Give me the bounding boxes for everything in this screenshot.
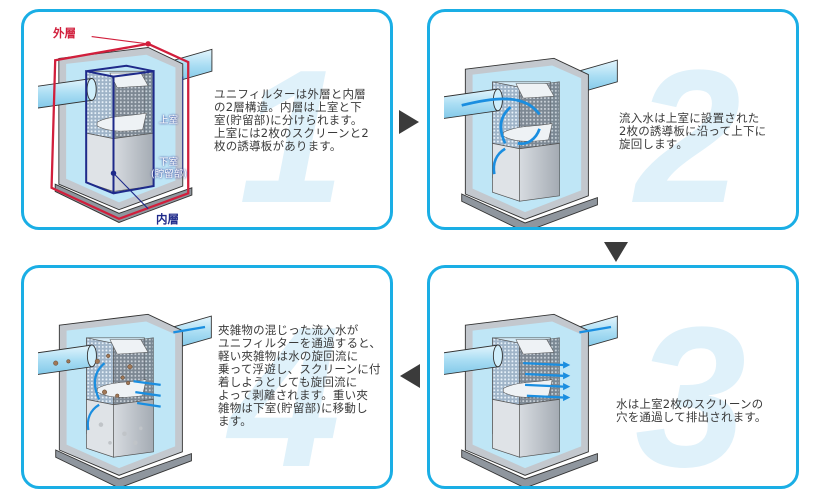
step-description: 流入水は上室に設置された 2枚の誘導板に沿って上下に 旋回します。: [619, 111, 767, 151]
debris-separation-illustration: [38, 313, 212, 486]
step-panel-4: 4 夾雑物の混じった流入水が ユニフィルターを通過すると、 軽い夾雑物は水の旋回…: [21, 265, 393, 489]
step-number: 1: [239, 31, 345, 230]
step-description: 夾雑物の混じった流入水が ユニフィルターを通過すると、 軽い夾雑物は水の旋回流に…: [218, 323, 382, 428]
lower-chamber-label: 下室: [159, 157, 179, 168]
step-description: ユニフィルターは外層と内層 の2層構造。内層は上室と下 室(貯留部)に分けられま…: [214, 87, 369, 153]
step-panel-2: 2 流入水は上室に設置された 2枚の誘導板に沿って上下に 旋回します。: [427, 9, 799, 230]
flow-arrow-icon: [461, 97, 541, 116]
storage-label: (貯留部): [151, 169, 187, 180]
step-number: 4: [229, 286, 341, 489]
upper-chamber-label: 上室: [159, 115, 179, 126]
step-description: 水は上室2枚のスクリーンの 穴を通過して排出されます。: [616, 397, 767, 424]
outer-layer-label: 外層: [53, 26, 76, 40]
step-number: 3: [635, 286, 747, 489]
step-panel-3: 3 水は上室2枚のスクリーンの 穴を通過して排出されます。: [427, 265, 799, 489]
arrow-right-icon: [399, 110, 419, 134]
screen-discharge-illustration: [444, 313, 618, 486]
inner-layer-label: 内層: [156, 212, 179, 226]
swirl-flow-illustration: [444, 57, 618, 227]
arrow-down-icon: [604, 242, 628, 262]
unifilter-structure-illustration: [38, 36, 213, 223]
step-panel-1: 1 外層 内層 上室 下室 (貯留部) ユニフィルターは外層と内層 の2層構造。…: [21, 9, 393, 230]
step-number: 2: [635, 31, 741, 230]
arrow-left-icon: [400, 364, 420, 388]
